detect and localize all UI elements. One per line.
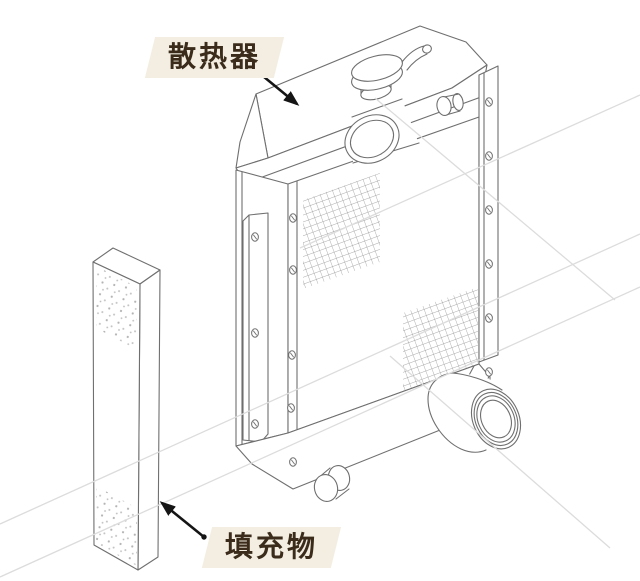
radiator	[235, 25, 522, 502]
filler-stipple-top	[96, 266, 137, 350]
outlet-pipe	[427, 365, 522, 453]
radiator-callout-label: 散热器	[168, 40, 262, 73]
filler-callout: 填充物	[201, 527, 342, 568]
radiator-cap	[351, 44, 432, 101]
filler-block	[92, 247, 161, 571]
filler-callout-label: 填充物	[225, 530, 319, 563]
filler-stipple-bottom	[96, 486, 137, 566]
core-mesh-upper	[303, 173, 380, 289]
stub-fitting	[436, 93, 464, 116]
overflow-tube	[401, 45, 428, 71]
drain-stub	[313, 465, 351, 502]
filler-side-face	[137, 269, 161, 571]
watermark-lines	[0, 94, 640, 578]
inlet-pipe	[344, 98, 420, 164]
filler-arrow	[159, 501, 207, 540]
overflow-tube-end	[422, 44, 432, 54]
radiator-callout: 散热器	[144, 37, 285, 78]
